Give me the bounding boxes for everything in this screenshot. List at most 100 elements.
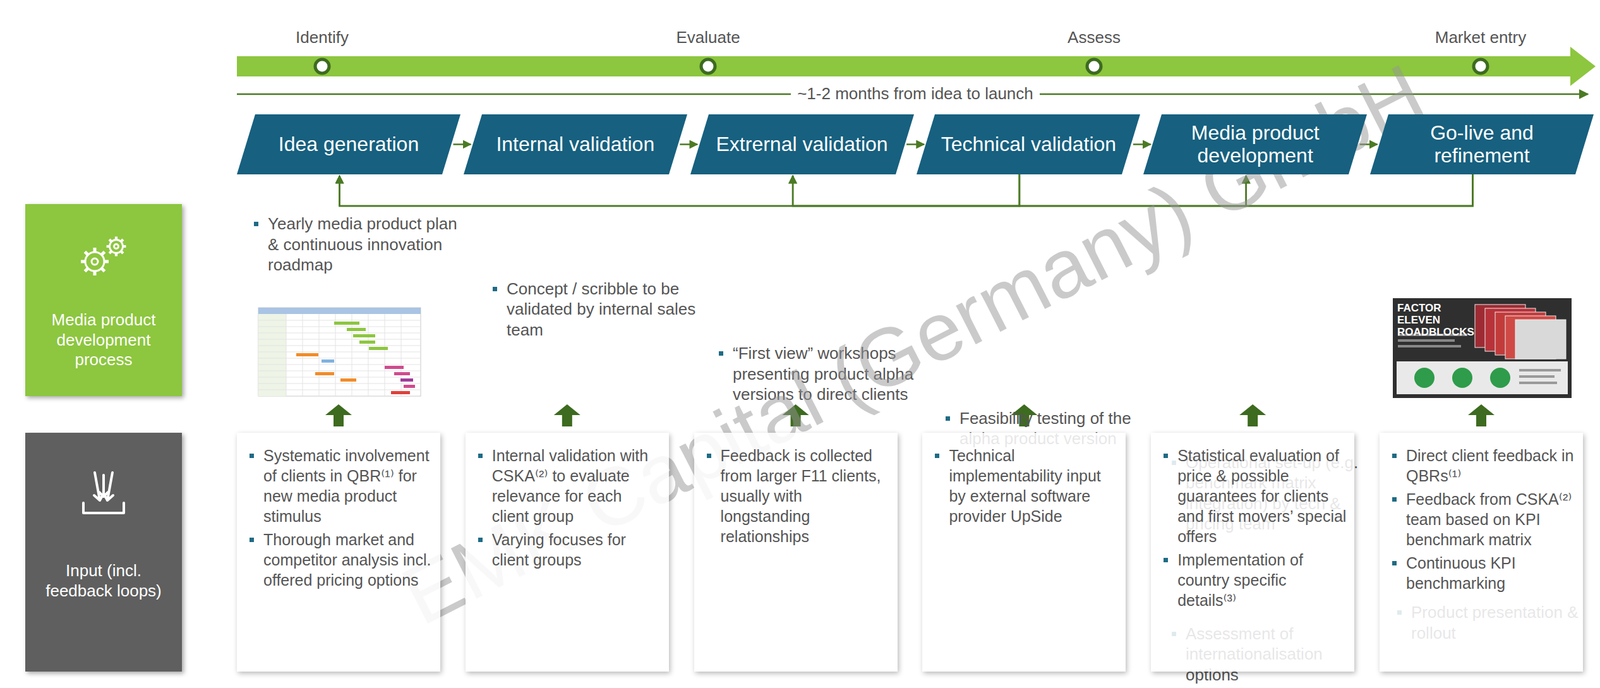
process-title: Idea generation [278,133,419,157]
product-screenshot [1490,367,1511,388]
product-screenshot [1396,361,1568,395]
input-bullet: Varying focuses for client groups [476,529,662,570]
parallelogram-fill [463,114,688,175]
feedback-loop [339,174,1020,206]
input-card: Statistical evaluation of price & possib… [1150,432,1355,672]
timeline-bar [315,59,330,74]
product-screenshot [1519,368,1561,372]
parallelogram-fill [690,114,915,175]
product-screenshot [1452,367,1473,388]
input-bullet: Internal validation with CSKA⁽²⁾ to eval… [476,445,662,527]
parallelogram-fill [916,114,1141,175]
input-bullet: Technical implementability input by exte… [933,445,1119,527]
section-panel: Input (incl. feedback loops) [25,432,182,672]
input-bullet: Implementation of country specific detai… [1162,549,1347,611]
gantt-thumbnail [403,384,416,388]
product-screenshot [1392,298,1572,398]
flow-arrow [1133,143,1151,146]
gears-icon [109,240,124,254]
input-arrows [1467,404,1495,427]
gears-icon [114,244,119,249]
gears-icon [80,247,109,276]
parallelogram-fill [236,114,461,175]
flow-arrow [906,143,925,146]
process-title: Go-live and refinement [1392,121,1571,168]
bullet-note: Yearly media product plan & continuous i… [252,213,458,276]
duration-label: ~1-2 months from idea to launch [790,84,1040,104]
input-card: Direct client feedback in QBRs⁽¹⁾Feedbac… [1379,432,1583,672]
process-box: Go-live and refinement [1370,114,1594,175]
parallelogram-fill [1370,114,1594,175]
gantt-thumbnail [258,307,421,314]
gantt-thumbnail [258,307,421,397]
section-panel: Media product development process [25,204,182,397]
gantt-thumbnail [353,334,376,338]
gears-icon [106,236,127,257]
process-box: Extrernal validation [690,114,915,175]
timeline-bar [1087,59,1101,74]
bullet-note: Concept / scribble to be validated by in… [491,278,697,341]
input-bullet: Feedback from CSKA⁽²⁾ team based on KPI … [1390,488,1576,550]
input-arrows [1239,404,1266,427]
feedback-loop [792,174,1020,206]
phase-label: Assess [999,27,1189,48]
panel-title: Input (incl. feedback loops) [34,560,174,601]
product-screenshot [1519,375,1555,378]
input-bullet: Statistical evaluation of price & possib… [1162,445,1347,547]
panel-title: Media product development process [34,310,174,371]
parallelogram-fill [1143,114,1367,175]
product-screenshot [1392,298,1572,398]
gantt-thumbnail [258,307,421,397]
process-box: Media product development [1143,114,1367,175]
gantt-thumbnail [296,353,319,357]
product-screenshot [1397,344,1462,348]
input-bullet: Direct client feedback in QBRs⁽¹⁾ [1390,445,1576,486]
gantt-thumbnail [390,390,410,395]
input-card: Internal validation with CSKA⁽²⁾ to eval… [465,432,669,672]
input-bullet: Systematic involvement of clients in QBR… [248,445,433,527]
phase-label: Identify [227,27,417,48]
gantt-thumbnail [359,340,376,344]
gantt-thumbnail [384,365,404,369]
process-title: Media product development [1166,121,1345,168]
timeline-bar [1473,59,1488,74]
timeline-bar [701,59,716,74]
input-bullet: Feedback is collected from larger F11 cl… [705,445,891,547]
gears-icon [85,252,105,271]
gantt-thumbnail [258,320,421,390]
input-card: Feedback is collected from larger F11 cl… [694,432,898,672]
gears-icon [80,236,126,276]
gantt-thumbnail [334,321,360,325]
gears-icon [106,236,127,257]
product-screenshot [1519,381,1558,385]
process-title: Technical validation [941,133,1117,157]
input-arrows [1467,404,1495,427]
input-icon [103,472,114,501]
process-box: Internal validation [463,114,688,175]
product-screenshot [1397,339,1455,342]
input-bullet: Thorough market and competitor analysis … [248,529,433,590]
screenshot-title: FACTOR ELEVEN ROADBLOCKS [1397,301,1474,338]
input-card: Systematic involvement of clients in QBR… [236,432,441,672]
input-bullet: Continuous KPI benchmarking [1390,552,1576,594]
process-title: Internal validation [495,133,655,157]
gears-icon [91,258,98,265]
gantt-thumbnail [321,359,335,363]
gears-icon [80,247,109,276]
process-box: Technical validation [916,114,1141,175]
process-title: Extrernal validation [716,133,889,157]
input-arrows [553,404,581,427]
input-arrows [325,404,1495,427]
flow-arrow [679,143,698,146]
gantt-thumbnail [346,327,366,331]
input-icon [83,502,124,513]
process-box: Idea generation [236,114,461,175]
product-screenshot [1515,319,1566,359]
input-card: Technical implementability input by exte… [922,432,1126,672]
input-arrows [553,404,581,427]
input-arrows [325,404,352,427]
gantt-thumbnail [400,378,414,382]
phase-label: Market entry [1385,27,1576,48]
input-icon [99,475,109,497]
